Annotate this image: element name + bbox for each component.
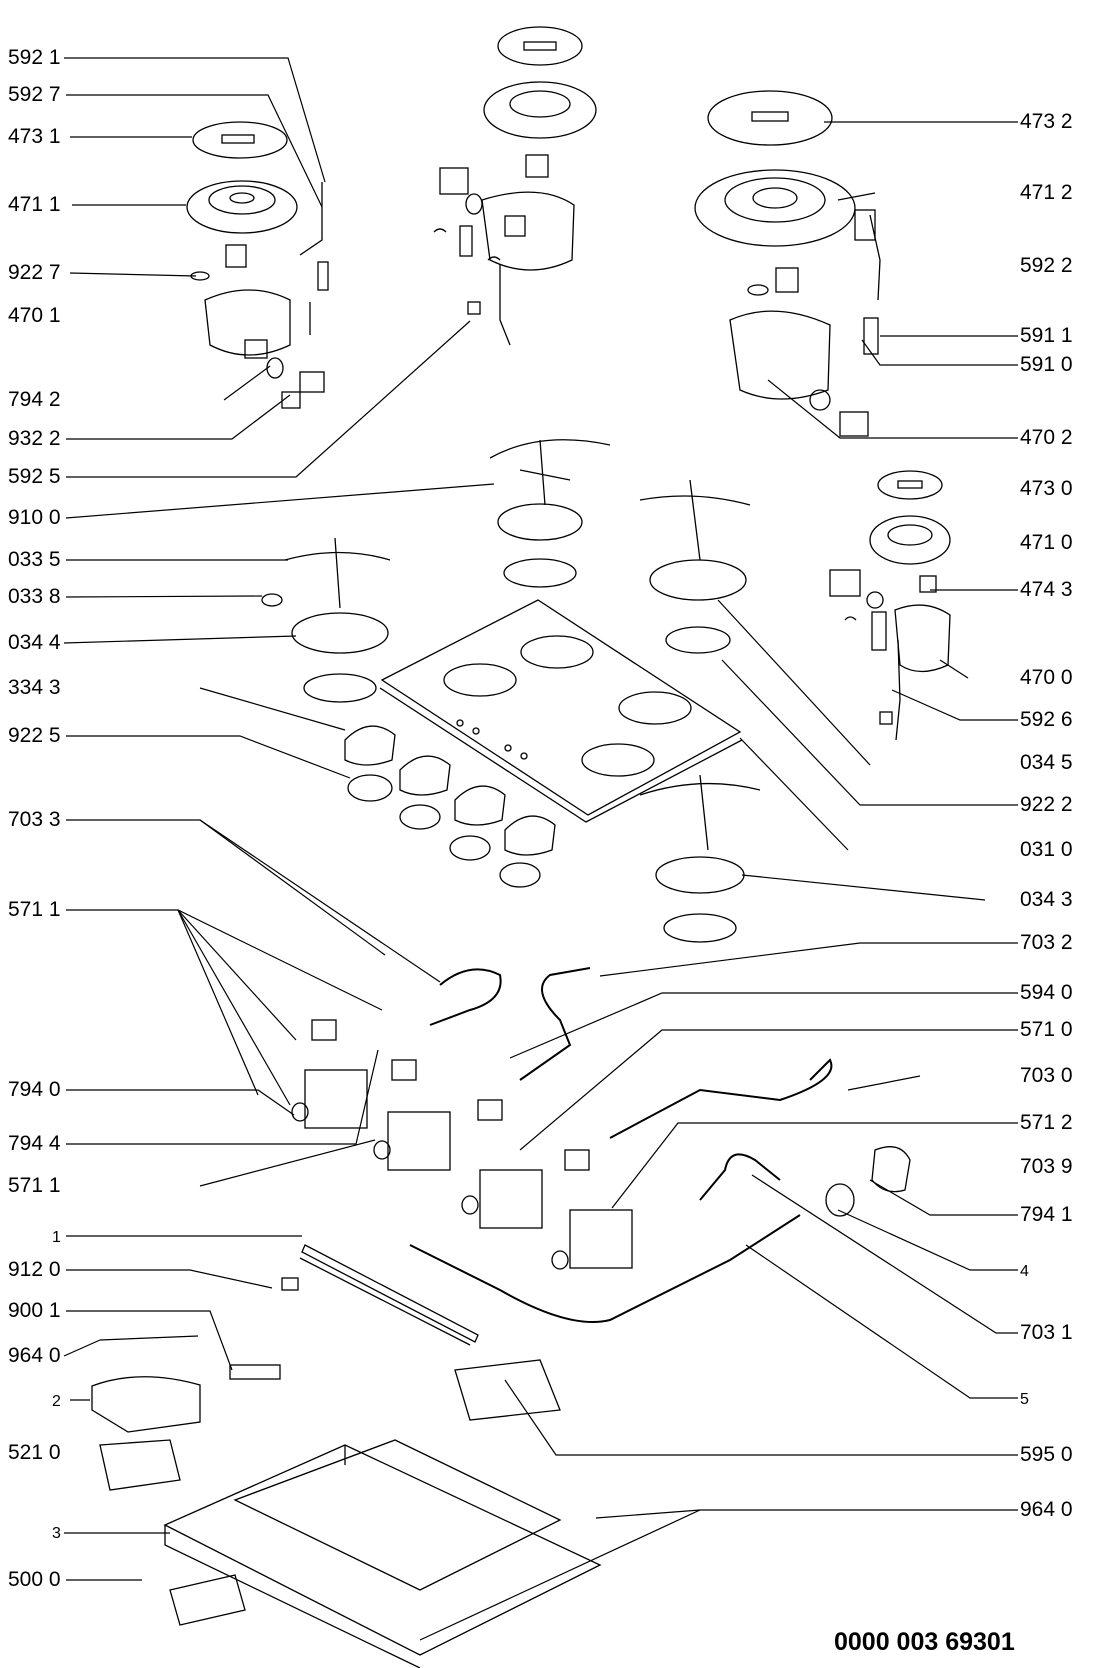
label-471-1[interactable]: 471 1 [8, 193, 61, 216]
label-703-9[interactable]: 703 9 [1020, 1155, 1073, 1178]
label-794-0[interactable]: 794 0 [8, 1078, 61, 1101]
label-4[interactable]: 4 [1020, 1263, 1029, 1280]
label-922-2[interactable]: 922 2 [1020, 793, 1073, 816]
label-912-0[interactable]: 912 0 [8, 1258, 61, 1281]
label-2[interactable]: 2 [52, 1393, 61, 1410]
label-592-2[interactable]: 592 2 [1020, 254, 1073, 277]
label-591-1[interactable]: 591 1 [1020, 324, 1073, 347]
label-910-0[interactable]: 910 0 [8, 506, 61, 529]
label-964-0-right[interactable]: 964 0 [1020, 1498, 1073, 1521]
hob-plate [379, 599, 743, 823]
burner-large-right [694, 90, 881, 437]
label-794-1[interactable]: 794 1 [1020, 1203, 1073, 1226]
label-932-2[interactable]: 932 2 [8, 427, 61, 450]
leader-lines-left [63, 57, 495, 1581]
label-034-4[interactable]: 034 4 [8, 631, 61, 654]
label-703-2[interactable]: 703 2 [1020, 931, 1073, 954]
label-592-5[interactable]: 592 5 [8, 465, 61, 488]
pan-supports [284, 439, 761, 851]
label-3[interactable]: 3 [52, 1525, 61, 1542]
base-tray [163, 1439, 602, 1668]
label-473-2[interactable]: 473 2 [1020, 110, 1073, 133]
label-470-0[interactable]: 470 0 [1020, 666, 1073, 689]
label-703-0[interactable]: 703 0 [1020, 1064, 1073, 1087]
label-471-2[interactable]: 471 2 [1020, 181, 1073, 204]
label-571-1-b[interactable]: 571 1 [8, 1174, 61, 1197]
label-033-8[interactable]: 033 8 [8, 585, 61, 608]
label-592-6[interactable]: 592 6 [1020, 708, 1073, 731]
label-703-3[interactable]: 703 3 [8, 808, 61, 831]
label-900-1[interactable]: 900 1 [8, 1299, 61, 1322]
label-595-0[interactable]: 595 0 [1020, 1443, 1073, 1466]
burner-medium-center [433, 26, 597, 346]
gas-valves [291, 1019, 633, 1270]
label-521-0[interactable]: 521 0 [8, 1441, 61, 1464]
label-033-5[interactable]: 033 5 [8, 548, 61, 571]
label-470-1[interactable]: 470 1 [8, 304, 61, 327]
label-591-0[interactable]: 591 0 [1020, 353, 1073, 376]
label-703-1[interactable]: 703 1 [1020, 1321, 1073, 1344]
label-571-0[interactable]: 571 0 [1020, 1018, 1073, 1041]
label-571-2[interactable]: 571 2 [1020, 1111, 1073, 1134]
label-1[interactable]: 1 [52, 1229, 61, 1246]
label-473-1[interactable]: 473 1 [8, 125, 61, 148]
leader-lines-right [419, 121, 1018, 1641]
label-473-0[interactable]: 473 0 [1020, 477, 1073, 500]
label-031-0[interactable]: 031 0 [1020, 838, 1073, 861]
ignition-rail [91, 1244, 561, 1491]
burner-small-right [829, 470, 951, 741]
label-922-7[interactable]: 922 7 [8, 261, 61, 284]
label-794-4[interactable]: 794 4 [8, 1132, 61, 1155]
label-471-0[interactable]: 471 0 [1020, 531, 1073, 554]
label-5[interactable]: 5 [1020, 1391, 1029, 1408]
label-922-5[interactable]: 922 5 [8, 724, 61, 747]
label-034-5[interactable]: 034 5 [1020, 751, 1073, 774]
gas-pipes [409, 967, 833, 1323]
label-500-0[interactable]: 500 0 [8, 1568, 61, 1591]
label-594-0[interactable]: 594 0 [1020, 981, 1073, 1004]
label-592-1[interactable]: 592 1 [8, 46, 61, 69]
label-794-2[interactable]: 794 2 [8, 388, 61, 411]
label-592-7[interactable]: 592 7 [8, 83, 61, 106]
label-334-3[interactable]: 334 3 [8, 676, 61, 699]
fittings [825, 1146, 911, 1217]
label-964-0-left[interactable]: 964 0 [8, 1344, 61, 1367]
label-474-3[interactable]: 474 3 [1020, 578, 1073, 601]
document-number: 0000 003 69301 [834, 1628, 1015, 1656]
label-470-2[interactable]: 470 2 [1020, 426, 1073, 449]
knobs [344, 725, 556, 888]
label-034-3[interactable]: 034 3 [1020, 888, 1073, 911]
burner-small-left [186, 121, 329, 409]
label-571-1-a[interactable]: 571 1 [8, 898, 61, 921]
burner-caps [261, 503, 747, 943]
